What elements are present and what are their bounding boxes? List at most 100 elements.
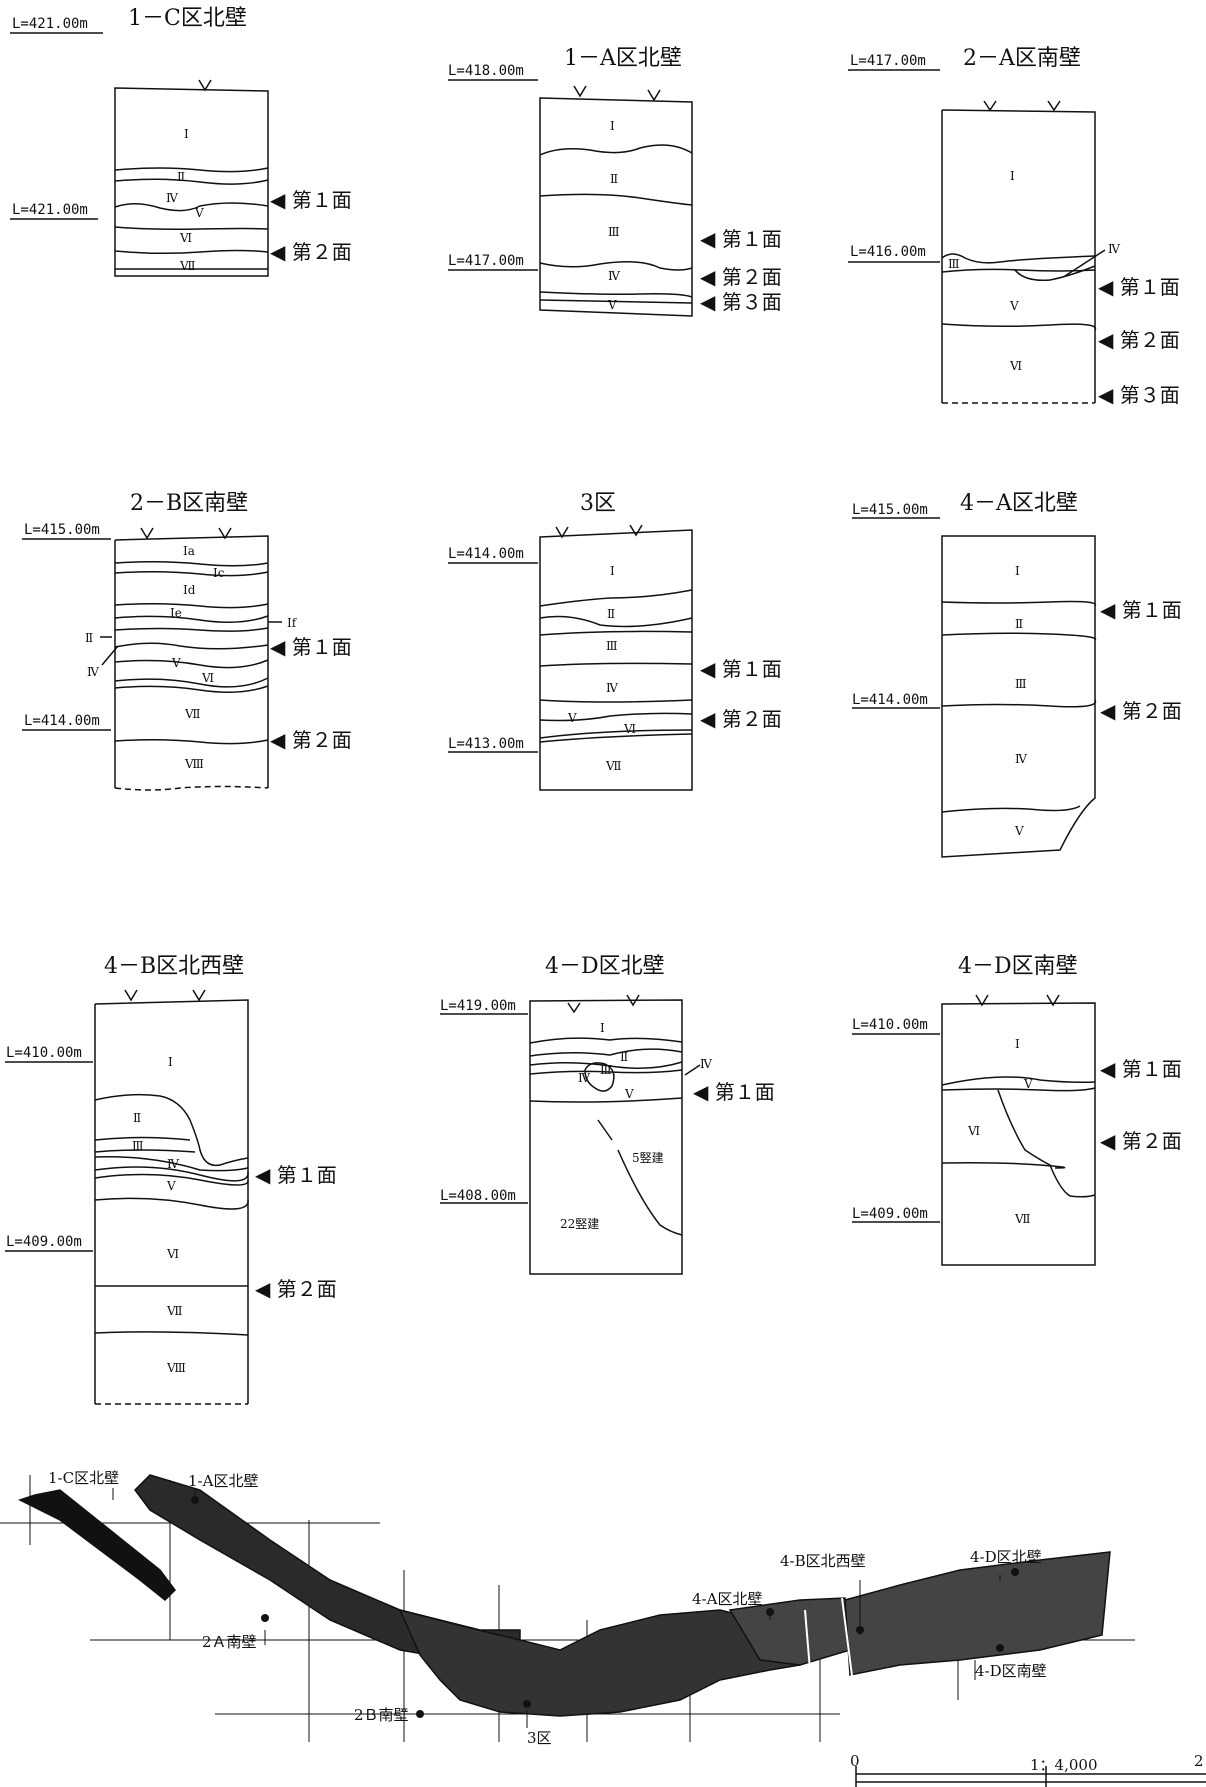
layer-label: L=414.00m — [448, 546, 524, 562]
map-label: 4-D区南壁 — [975, 1662, 1047, 1680]
layer-label: Ⅳ — [700, 1057, 713, 1071]
section-title: 2－B区南壁 — [130, 491, 248, 516]
map-label: 2Ａ南壁 — [202, 1633, 257, 1651]
map-label: 2Ｂ南壁 — [354, 1706, 409, 1724]
face-marker: ◀ 第２面 — [270, 240, 352, 264]
layer-label: L=417.00m — [850, 53, 926, 69]
layer-label: L=417.00m — [448, 253, 524, 269]
layer-label: ◀ 第２面 — [1100, 699, 1182, 723]
layer-label: Ⅵ — [179, 231, 192, 245]
section-title: 4－A区北壁 — [960, 491, 1078, 516]
layer-label: Ⅰ — [610, 119, 615, 133]
layer-label: ◀ 第２面 — [270, 728, 352, 752]
layer-label: Ⅴ — [567, 711, 577, 725]
layer-label: Ⅴ — [1023, 1077, 1033, 1091]
layer-label: ◀ 第３面 — [700, 290, 782, 314]
map-label: 3区 — [527, 1729, 552, 1747]
layer-label: Ⅳ — [167, 1157, 180, 1171]
layer-label: 5竪建 — [632, 1151, 664, 1165]
map-label: 4-D区北壁 — [970, 1548, 1042, 1566]
layer-label: Ⅴ — [607, 298, 617, 312]
layer-label: Ⅰ — [600, 1021, 605, 1035]
layer-label: ◀ 第２面 — [1098, 328, 1180, 352]
layer-label: Ⅱ — [85, 631, 93, 645]
layer-label: Ⅵ — [1009, 359, 1022, 373]
layer-label: Ⅱ — [607, 607, 615, 621]
layer-label: Ⅲ — [1015, 677, 1027, 691]
scale-ratio: 1：4,000 — [1030, 1756, 1098, 1774]
section-4d-south — [852, 994, 1096, 1266]
layer-label: Ⅳ — [1015, 752, 1028, 766]
layer-label: Ⅵ — [967, 1124, 980, 1138]
layer-label: ◀ 第２面 — [255, 1277, 337, 1301]
layer-label: Ⅰ — [1015, 1037, 1020, 1051]
layer-label: Ⅳ — [87, 665, 100, 679]
layer-label: ◀ 第３面 — [1098, 383, 1180, 407]
layer-label: Ⅶ — [166, 1304, 183, 1318]
face-marker: ◀ 第１面 — [270, 188, 352, 212]
layer-label: Ⅶ — [605, 759, 622, 773]
layer-label: ◀ 第２面 — [1100, 1129, 1182, 1153]
layer-label: Ⅱ — [177, 170, 185, 184]
layer-label: Ⅰ — [1010, 169, 1015, 183]
layer-label: L=408.00m — [440, 1188, 516, 1204]
layer-label: Ⅰ — [184, 127, 189, 141]
layer-label: L=409.00m — [852, 1206, 928, 1222]
layer-label: Ⅰd — [183, 583, 196, 597]
map-points — [191, 1496, 1019, 1718]
layer-label: Ⅰ — [610, 564, 615, 578]
layer-label: L=410.00m — [852, 1017, 928, 1033]
layer-label: L=413.00m — [448, 736, 524, 752]
layer-label: Ⅰ — [168, 1055, 173, 1069]
layer-label: ◀ 第１面 — [693, 1080, 775, 1104]
scale-zero: 0 — [850, 1752, 860, 1770]
layer-label: Ⅳ — [606, 681, 619, 695]
layer-label: Ⅶ — [179, 259, 196, 273]
section-4d-north — [440, 994, 701, 1275]
layer-label: Ⅴ — [624, 1087, 634, 1101]
layer-label: Ⅰ — [1015, 564, 1020, 578]
layer-label: Ⅶ — [1014, 1212, 1031, 1226]
layer-label: Ⅲ — [948, 257, 960, 271]
layer-label: Ⅳ — [608, 269, 621, 283]
layer-label: Ⅳ — [166, 191, 179, 205]
layer-label: Ⅴ — [171, 656, 181, 670]
layer-label: Ⅰa — [183, 544, 195, 558]
layer-label: 22竪建 — [560, 1217, 599, 1231]
section-title: 3区 — [580, 491, 616, 516]
section-title: 1－A区北壁 — [564, 46, 682, 71]
level-label: L=421.00m — [12, 16, 88, 32]
layer-label: L=410.00m — [6, 1045, 82, 1061]
section-title: 2－A区南壁 — [963, 46, 1081, 71]
section-2b — [22, 527, 282, 791]
layer-label: Ⅰf — [287, 616, 298, 630]
layer-label: L=415.00m — [852, 502, 928, 518]
section-title: 1－C区北壁 — [128, 6, 247, 31]
scale-end: 2 — [1194, 1752, 1204, 1770]
section-3 — [448, 524, 693, 791]
layer-label: Ⅲ — [608, 225, 620, 239]
layer-label: ◀ 第１面 — [700, 657, 782, 681]
layer-label: Ⅴ — [166, 1179, 176, 1193]
layer-label: Ⅳ — [578, 1071, 591, 1085]
section-title: 4－D区南壁 — [958, 954, 1078, 979]
layer-label: L=409.00m — [6, 1234, 82, 1250]
section-1c — [10, 32, 269, 277]
layer-label: Ⅵ — [201, 671, 214, 685]
layer-label: L=414.00m — [24, 713, 100, 729]
map-label: 1-A区北壁 — [188, 1472, 258, 1490]
text-layer: L=421.00m 1－C区北壁 L=421.00m Ⅰ Ⅱ Ⅳ Ⅴ Ⅵ Ⅶ ◀… — [6, 6, 1204, 1774]
layer-label: L=416.00m — [850, 244, 926, 260]
section-1a — [448, 79, 693, 317]
section-title: 4－B区北西壁 — [104, 954, 244, 979]
layer-label: Ⅵ — [623, 722, 636, 736]
layer-label: L=418.00m — [448, 63, 524, 79]
layer-label: ◀ 第１面 — [255, 1163, 337, 1187]
layer-label: ◀ 第１面 — [1100, 598, 1182, 622]
layer-label: Ⅰc — [213, 566, 225, 580]
layer-label: ◀ 第２面 — [700, 265, 782, 289]
layer-label: L=414.00m — [852, 692, 928, 708]
layer-label: Ⅱ — [610, 172, 618, 186]
layer-label: Ⅷ — [184, 757, 204, 771]
